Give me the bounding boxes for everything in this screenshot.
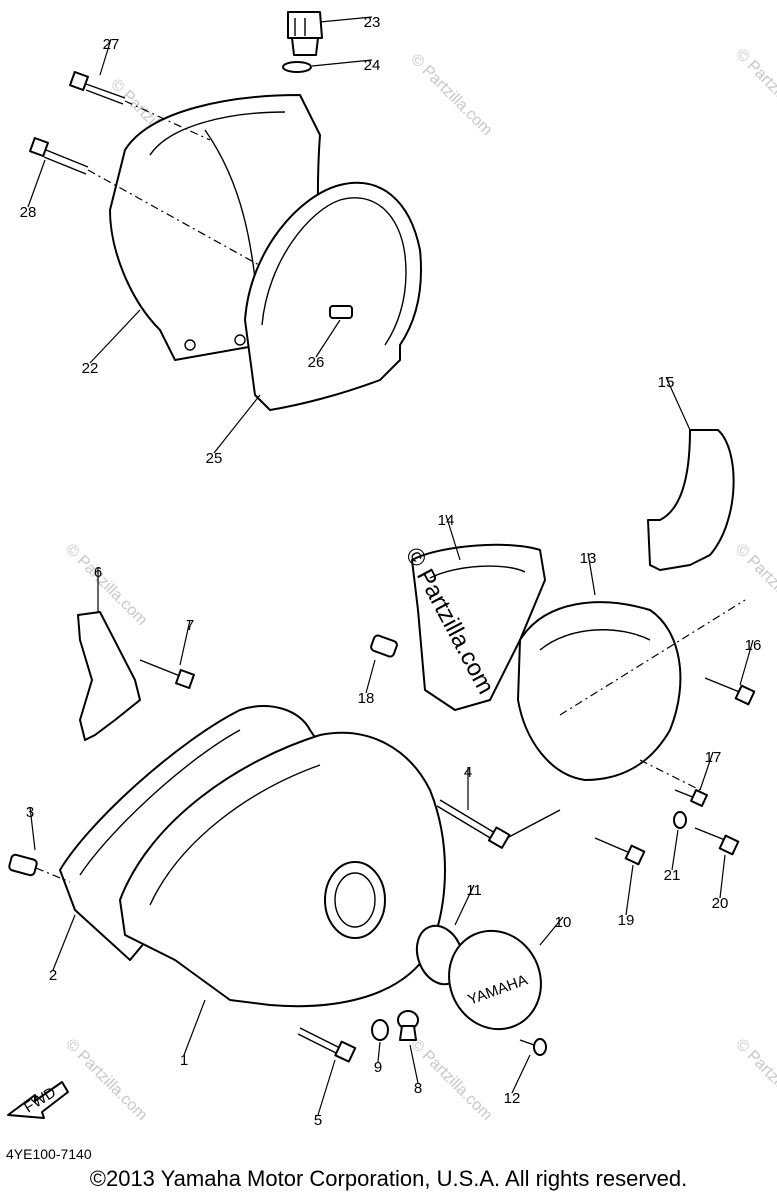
callout-leader-13	[587, 552, 596, 596]
part-24-oring	[282, 61, 312, 73]
watermark: © Partzilla.com	[62, 541, 150, 629]
callout-leader-28	[27, 159, 46, 208]
part-13-cover	[517, 601, 682, 781]
callout-leader-3	[29, 806, 36, 851]
part-8-plug	[397, 1010, 419, 1041]
callout-12: 12	[504, 1090, 521, 1107]
diagram-code: 4YE100-7140	[6, 1146, 92, 1162]
callout-17: 17	[705, 749, 722, 766]
part-1-crankcase-cover	[119, 731, 446, 1008]
callout-10: 10	[555, 914, 572, 931]
watermark: © Partzilla.com	[62, 1036, 150, 1124]
watermark: © Partzilla.com	[732, 46, 777, 134]
callout-6: 6	[94, 564, 102, 581]
callout-leader-1	[183, 999, 206, 1056]
part-16-bolt	[704, 677, 756, 706]
callout-26: 26	[308, 354, 325, 371]
callout-28: 28	[20, 204, 37, 221]
part-21-washer	[673, 811, 687, 829]
part-5-bolt	[297, 1027, 357, 1063]
callout-16: 16	[745, 637, 762, 654]
part-14-gasket	[411, 543, 546, 711]
callout-23: 23	[364, 14, 381, 31]
callout-20: 20	[712, 895, 729, 912]
callout-leader-16	[739, 639, 754, 686]
part-28-bolt	[29, 137, 89, 175]
callout-leader-23	[319, 16, 373, 23]
callout-leader-2	[52, 914, 76, 971]
callout-leader-8	[409, 1044, 419, 1084]
callout-18: 18	[358, 690, 375, 707]
part-26-dowel	[329, 305, 353, 319]
watermark: © Partzilla.com	[732, 541, 777, 629]
callout-leader-25	[213, 394, 261, 454]
callout-leader-10	[539, 916, 564, 946]
callout-leader-26	[315, 319, 341, 358]
callout-8: 8	[414, 1080, 422, 1097]
callout-leader-19	[625, 864, 634, 916]
part-3-dowel	[8, 853, 38, 877]
callout-7: 7	[186, 617, 194, 634]
callout-leader-7	[179, 619, 191, 666]
callout-1: 1	[180, 1052, 188, 1069]
part-7-bolt	[139, 659, 195, 689]
callout-leader-14	[445, 514, 461, 561]
part-12-screw	[519, 1038, 547, 1056]
callout-leader-12	[511, 1054, 531, 1094]
part-25-gasket	[244, 181, 422, 411]
callout-19: 19	[618, 912, 635, 929]
callout-leader-20	[719, 854, 726, 899]
watermark: © Partzilla.com	[407, 51, 495, 139]
callout-leader-9	[377, 1041, 381, 1063]
callout-leader-21	[671, 829, 679, 871]
part-20-bolt	[694, 827, 740, 856]
callout-27: 27	[103, 36, 120, 53]
callout-numbers: 1234567891011121314151617181920212223242…	[20, 14, 762, 1129]
callout-leader-17	[699, 751, 714, 791]
callout-leader-11	[454, 884, 475, 926]
callout-3: 3	[26, 804, 34, 821]
callout-leader-24	[311, 59, 373, 67]
callout-leader-18	[365, 659, 376, 694]
callout-2: 2	[49, 967, 57, 984]
part-10-cap: YAMAHA	[448, 929, 542, 1031]
callout-22: 22	[82, 360, 99, 377]
part-18-dowel	[370, 634, 398, 658]
callout-11: 11	[466, 882, 482, 899]
callout-15: 15	[658, 374, 675, 391]
callout-leader-22	[89, 309, 141, 364]
watermark: © Partzilla.com	[732, 1036, 777, 1124]
callout-leader-27	[99, 38, 112, 76]
part-17-bolt	[674, 789, 708, 807]
fwd-arrow-icon: FWD	[7, 1081, 69, 1119]
callout-24: 24	[364, 57, 381, 74]
callout-leader-5	[317, 1059, 336, 1116]
callout-4: 4	[464, 764, 472, 781]
part-15-guard	[647, 429, 735, 571]
part-6-bracket	[77, 611, 141, 741]
callout-leader-15	[665, 376, 691, 431]
callout-21: 21	[664, 867, 681, 884]
callout-5: 5	[314, 1112, 322, 1129]
part-19-bolt	[594, 837, 646, 866]
part-4-bolt	[436, 799, 511, 849]
copyright-notice: ©2013 Yamaha Motor Corporation, U.S.A. A…	[89, 1166, 688, 1191]
part-9-washer	[371, 1019, 389, 1041]
callout-9: 9	[374, 1059, 382, 1076]
part-23-plug	[287, 11, 323, 56]
callout-14: 14	[438, 512, 455, 529]
callout-25: 25	[206, 450, 223, 467]
part-27-bolt	[69, 71, 126, 105]
callout-13: 13	[580, 550, 597, 567]
